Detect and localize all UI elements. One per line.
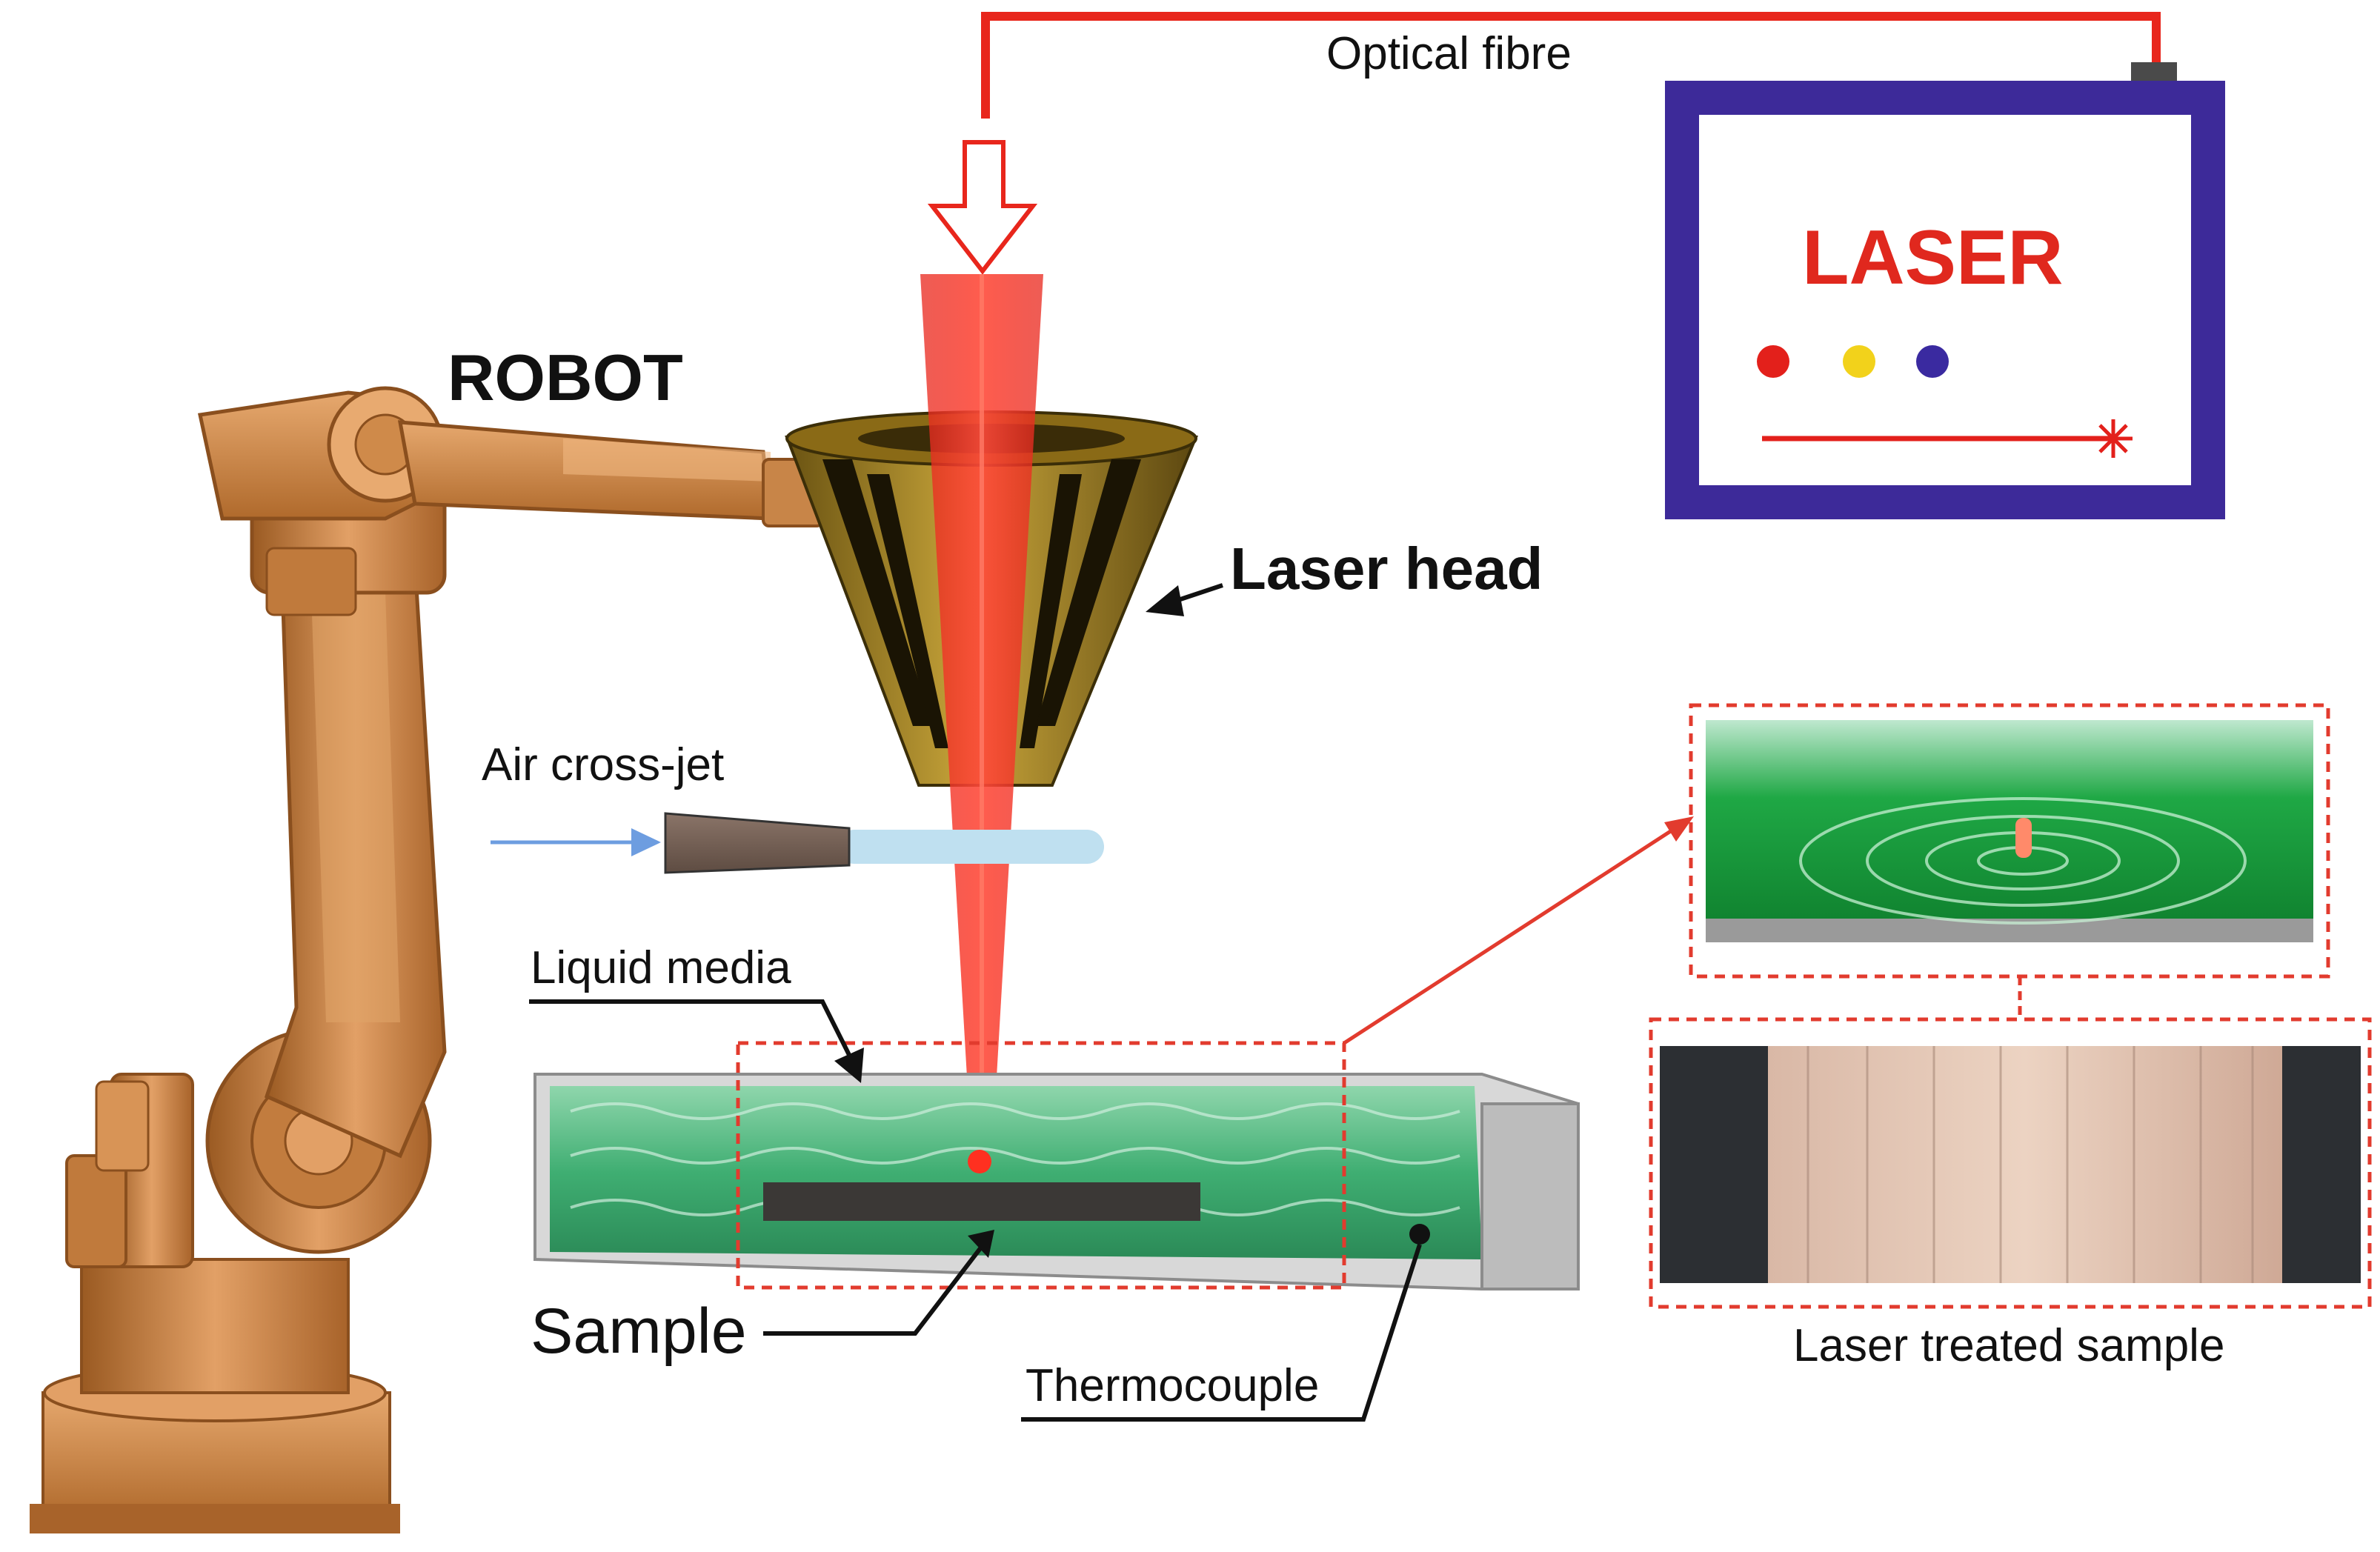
label-optical-fibre: Optical fibre (1326, 28, 1572, 79)
laser-spot (968, 1150, 991, 1173)
nozzle-icon (664, 812, 851, 874)
indicator-yellow-light (1843, 345, 1875, 378)
indicator-red-light (1757, 345, 1789, 378)
zoom-connector-line (1343, 822, 1683, 1045)
zoom-region-box (736, 1041, 1346, 1290)
beam-input-arrow-icon (927, 140, 1038, 275)
air-cross-jet-icon (491, 812, 1104, 874)
label-robot: ROBOT (448, 341, 683, 414)
leader-lines (529, 583, 1422, 1422)
laser-unit-icon (1665, 81, 2225, 519)
label-laser-head: Laser head (1230, 536, 1543, 602)
label-laser-treated-sample: Laser treated sample (1793, 1320, 2225, 1371)
tank-icon (533, 1073, 1580, 1290)
indicator-blue-light (1916, 345, 1949, 378)
label-thermocouple: Thermocouple (1026, 1360, 1320, 1411)
label-sample: Sample (531, 1296, 747, 1367)
thermocouple-tip (1409, 1224, 1430, 1245)
label-liquid-media: Liquid media (531, 942, 791, 993)
process-photo-panel (1689, 703, 2330, 979)
sample-plate (763, 1182, 1200, 1221)
label-laser-unit: LASER (1802, 215, 2064, 301)
robot-arm-icon (30, 386, 824, 1533)
treated-sample-photo (1649, 1017, 2372, 1309)
label-air-cross-jet: Air cross-jet (482, 739, 725, 790)
laser-head-slots (822, 459, 1141, 748)
laser-spark-icon (2094, 419, 2133, 458)
